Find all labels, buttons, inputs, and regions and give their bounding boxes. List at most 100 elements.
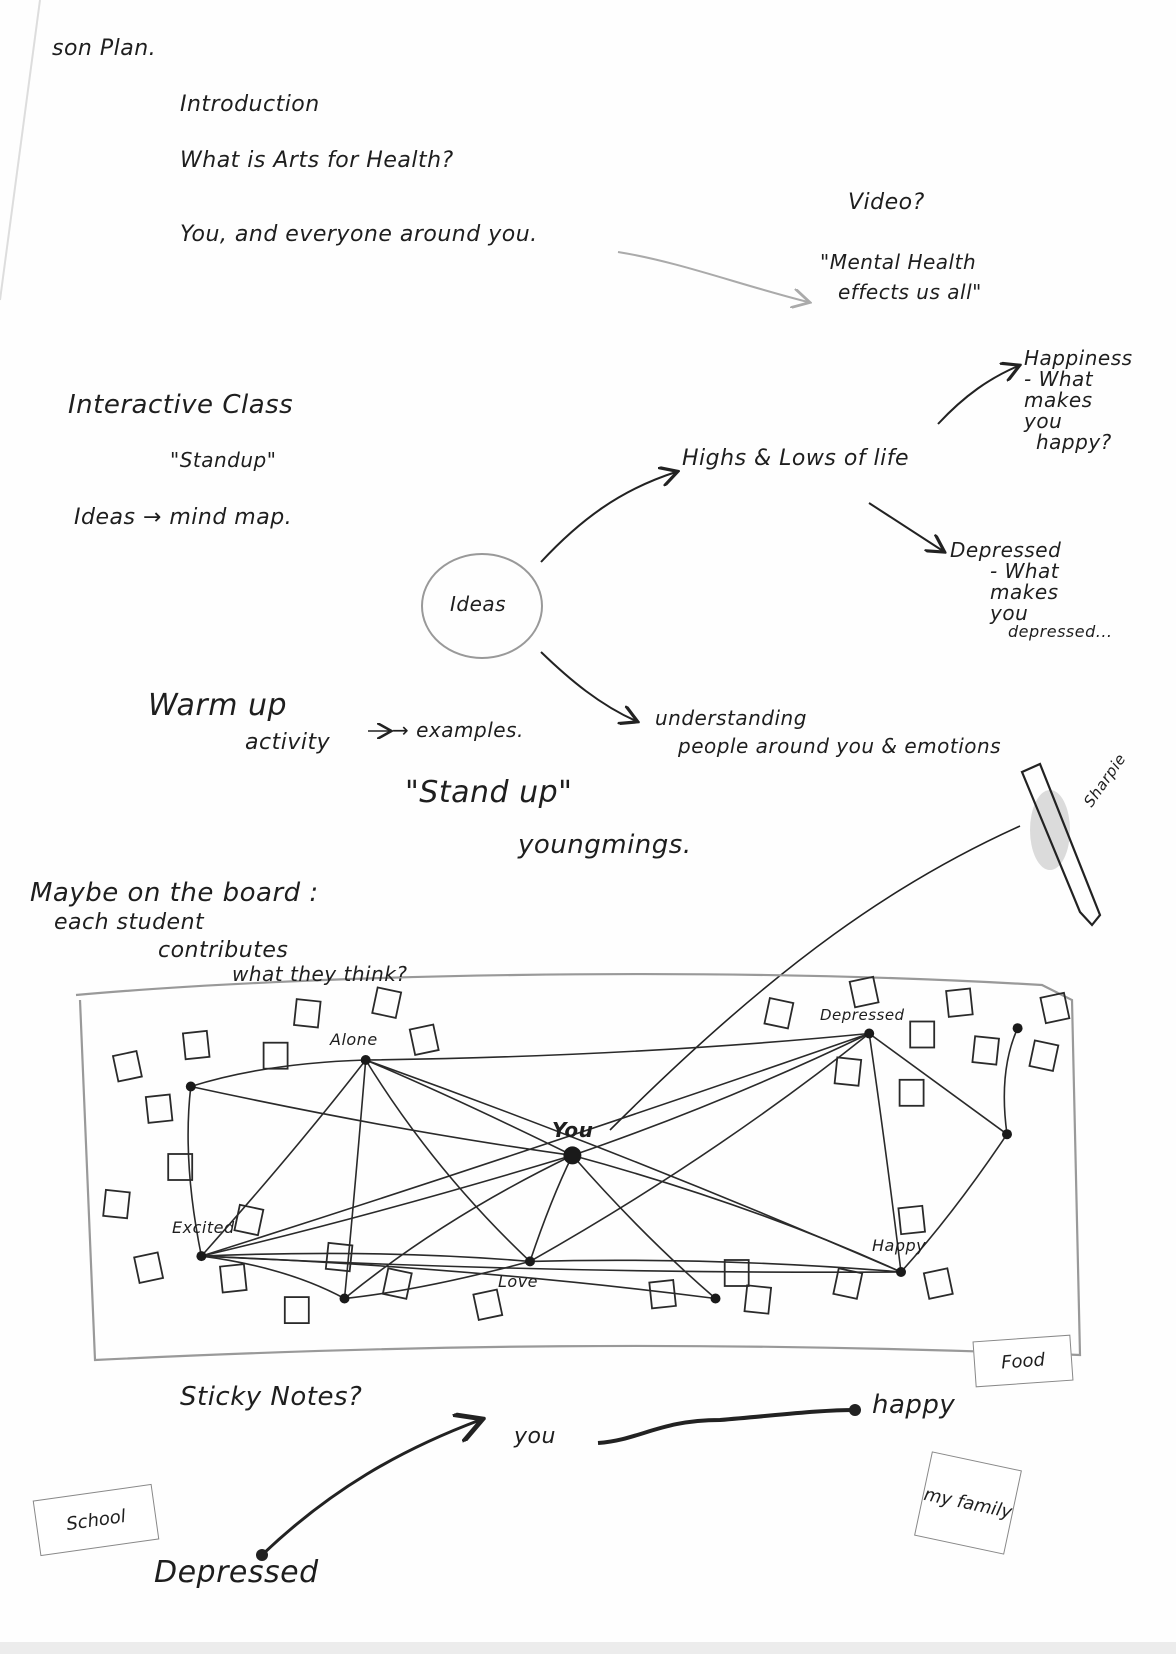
connection-line bbox=[201, 1255, 716, 1300]
sticky-note-square bbox=[167, 1153, 194, 1181]
connection-line bbox=[365, 1059, 573, 1157]
board-note-line2: each student bbox=[54, 910, 205, 935]
sticky-note-square bbox=[897, 1204, 926, 1236]
page-edge-line bbox=[0, 0, 41, 301]
sticky-note-family: my family bbox=[914, 1451, 1022, 1555]
connection-line bbox=[190, 1085, 573, 1157]
scan-bottom-edge bbox=[0, 1642, 1176, 1654]
sticky-notes-question: Sticky Notes? bbox=[180, 1382, 363, 1412]
intro-theme: You, and everyone around you. bbox=[180, 222, 538, 247]
connection-line bbox=[201, 1154, 573, 1257]
connection-line bbox=[365, 1032, 870, 1061]
sticky-note-square bbox=[472, 1288, 504, 1322]
connection-line bbox=[365, 1059, 902, 1273]
board-note-line3: contributes bbox=[158, 938, 289, 963]
board-label-excited: Excited bbox=[172, 1218, 235, 1237]
connection-line bbox=[201, 1032, 870, 1257]
connection-line bbox=[190, 1059, 366, 1088]
board-node-dot bbox=[196, 1251, 207, 1262]
board-label-love: Love bbox=[498, 1272, 539, 1291]
board-node-dot bbox=[896, 1267, 906, 1277]
sticky-note-square bbox=[1028, 1039, 1060, 1072]
board-label-alone: Alone bbox=[330, 1030, 378, 1049]
video-quote-line1: "Mental Health bbox=[820, 250, 977, 274]
connection-line bbox=[572, 1154, 902, 1273]
sticky-note-square bbox=[381, 1267, 413, 1300]
board-node-dot bbox=[1012, 1023, 1023, 1034]
board-node-dot bbox=[864, 1028, 875, 1039]
sticky-note-food: Food bbox=[972, 1334, 1074, 1388]
interactive-heading: Interactive Class bbox=[68, 390, 294, 420]
happiness-line: makes bbox=[1024, 388, 1093, 412]
sticky-note-square bbox=[102, 1188, 131, 1220]
warmup-line2: activity bbox=[245, 730, 331, 755]
depressed-dot bbox=[256, 1549, 268, 1561]
sticky-note-square bbox=[133, 1251, 165, 1284]
sticky-note-square bbox=[371, 986, 403, 1019]
board-node-dot bbox=[525, 1256, 535, 1267]
sticky-note-square bbox=[833, 1056, 863, 1087]
page-title: son Plan. bbox=[52, 36, 157, 61]
intro-heading: Introduction bbox=[180, 92, 320, 117]
sticky-note-square bbox=[283, 1296, 310, 1324]
sticky-note-square bbox=[648, 1279, 677, 1310]
sticky-note-square bbox=[111, 1049, 143, 1083]
mindmap-highs-lows: Highs & Lows of life bbox=[682, 446, 910, 471]
board-node-dot bbox=[1002, 1129, 1012, 1140]
bottom-you: you bbox=[514, 1424, 556, 1449]
arrow-highs-to-depressed bbox=[868, 502, 943, 551]
warmup-standup: "Stand up" bbox=[405, 775, 573, 810]
sticky-note-square bbox=[832, 1267, 864, 1300]
sticky-note-square bbox=[293, 998, 322, 1029]
mindmap-center: Ideas bbox=[450, 592, 507, 616]
mindmap-understanding-line2: people around you & emotions bbox=[678, 734, 1002, 758]
depressed-line: depressed... bbox=[1008, 622, 1113, 641]
board-node-dot bbox=[185, 1081, 196, 1092]
board-frame bbox=[75, 973, 1082, 1362]
interactive-ideas: Ideas → mind map. bbox=[74, 505, 293, 530]
sticky-note-family-text: my family bbox=[922, 1483, 1014, 1523]
sticky-note-square bbox=[324, 1241, 354, 1273]
happiness-line: you bbox=[1024, 409, 1063, 433]
sticky-note-square bbox=[233, 1203, 265, 1237]
connection-line bbox=[868, 1033, 902, 1273]
sticky-note-food-text: Food bbox=[1000, 1348, 1046, 1374]
bottom-happy: happy bbox=[872, 1390, 956, 1420]
line-depressed-to-you bbox=[260, 1420, 480, 1557]
arrow-to-happiness bbox=[937, 366, 1018, 425]
sticky-note-square bbox=[219, 1263, 248, 1294]
board-node-dot bbox=[563, 1146, 582, 1165]
sticky-note-square bbox=[144, 1093, 174, 1124]
board-node-dot bbox=[710, 1293, 721, 1304]
sticky-note-square bbox=[181, 1029, 211, 1061]
sticky-note-square bbox=[723, 1259, 750, 1287]
connection-line bbox=[529, 1032, 870, 1263]
board-label-depressed: Depressed bbox=[820, 1006, 905, 1024]
sticky-note-square bbox=[909, 1020, 936, 1049]
sticky-note-square bbox=[922, 1267, 954, 1300]
interactive-subtitle: "Standup" bbox=[170, 448, 277, 472]
connection-line bbox=[201, 1255, 345, 1300]
happiness-line: - What bbox=[1024, 367, 1094, 391]
sticky-note-school-text: School bbox=[64, 1505, 128, 1535]
bottom-depressed: Depressed bbox=[154, 1555, 319, 1590]
video-label: Video? bbox=[848, 190, 925, 215]
connection-line bbox=[868, 1032, 1008, 1135]
depressed-line: you bbox=[990, 601, 1029, 625]
board-node-dot bbox=[339, 1293, 350, 1304]
connection-line bbox=[1003, 1027, 1019, 1135]
board-label-happy: Happy bbox=[872, 1236, 927, 1255]
connection-line bbox=[572, 1032, 870, 1157]
warmup-examples: → examples. bbox=[392, 718, 524, 742]
sticky-note-square bbox=[971, 1035, 1000, 1066]
intro-question: What is Arts for Health? bbox=[180, 148, 454, 173]
mindmap-happiness: Happiness - What makes you happy? bbox=[1024, 348, 1133, 453]
video-quote-line2: effects us all" bbox=[838, 280, 982, 304]
board-note-line1: Maybe on the board : bbox=[30, 878, 319, 908]
connection-line bbox=[201, 1252, 531, 1263]
depressed-line: makes bbox=[990, 580, 1059, 604]
board-note-line4: what they think? bbox=[232, 962, 408, 986]
happiness-line: Happiness bbox=[1024, 346, 1133, 370]
sticky-note-square bbox=[262, 1041, 289, 1070]
